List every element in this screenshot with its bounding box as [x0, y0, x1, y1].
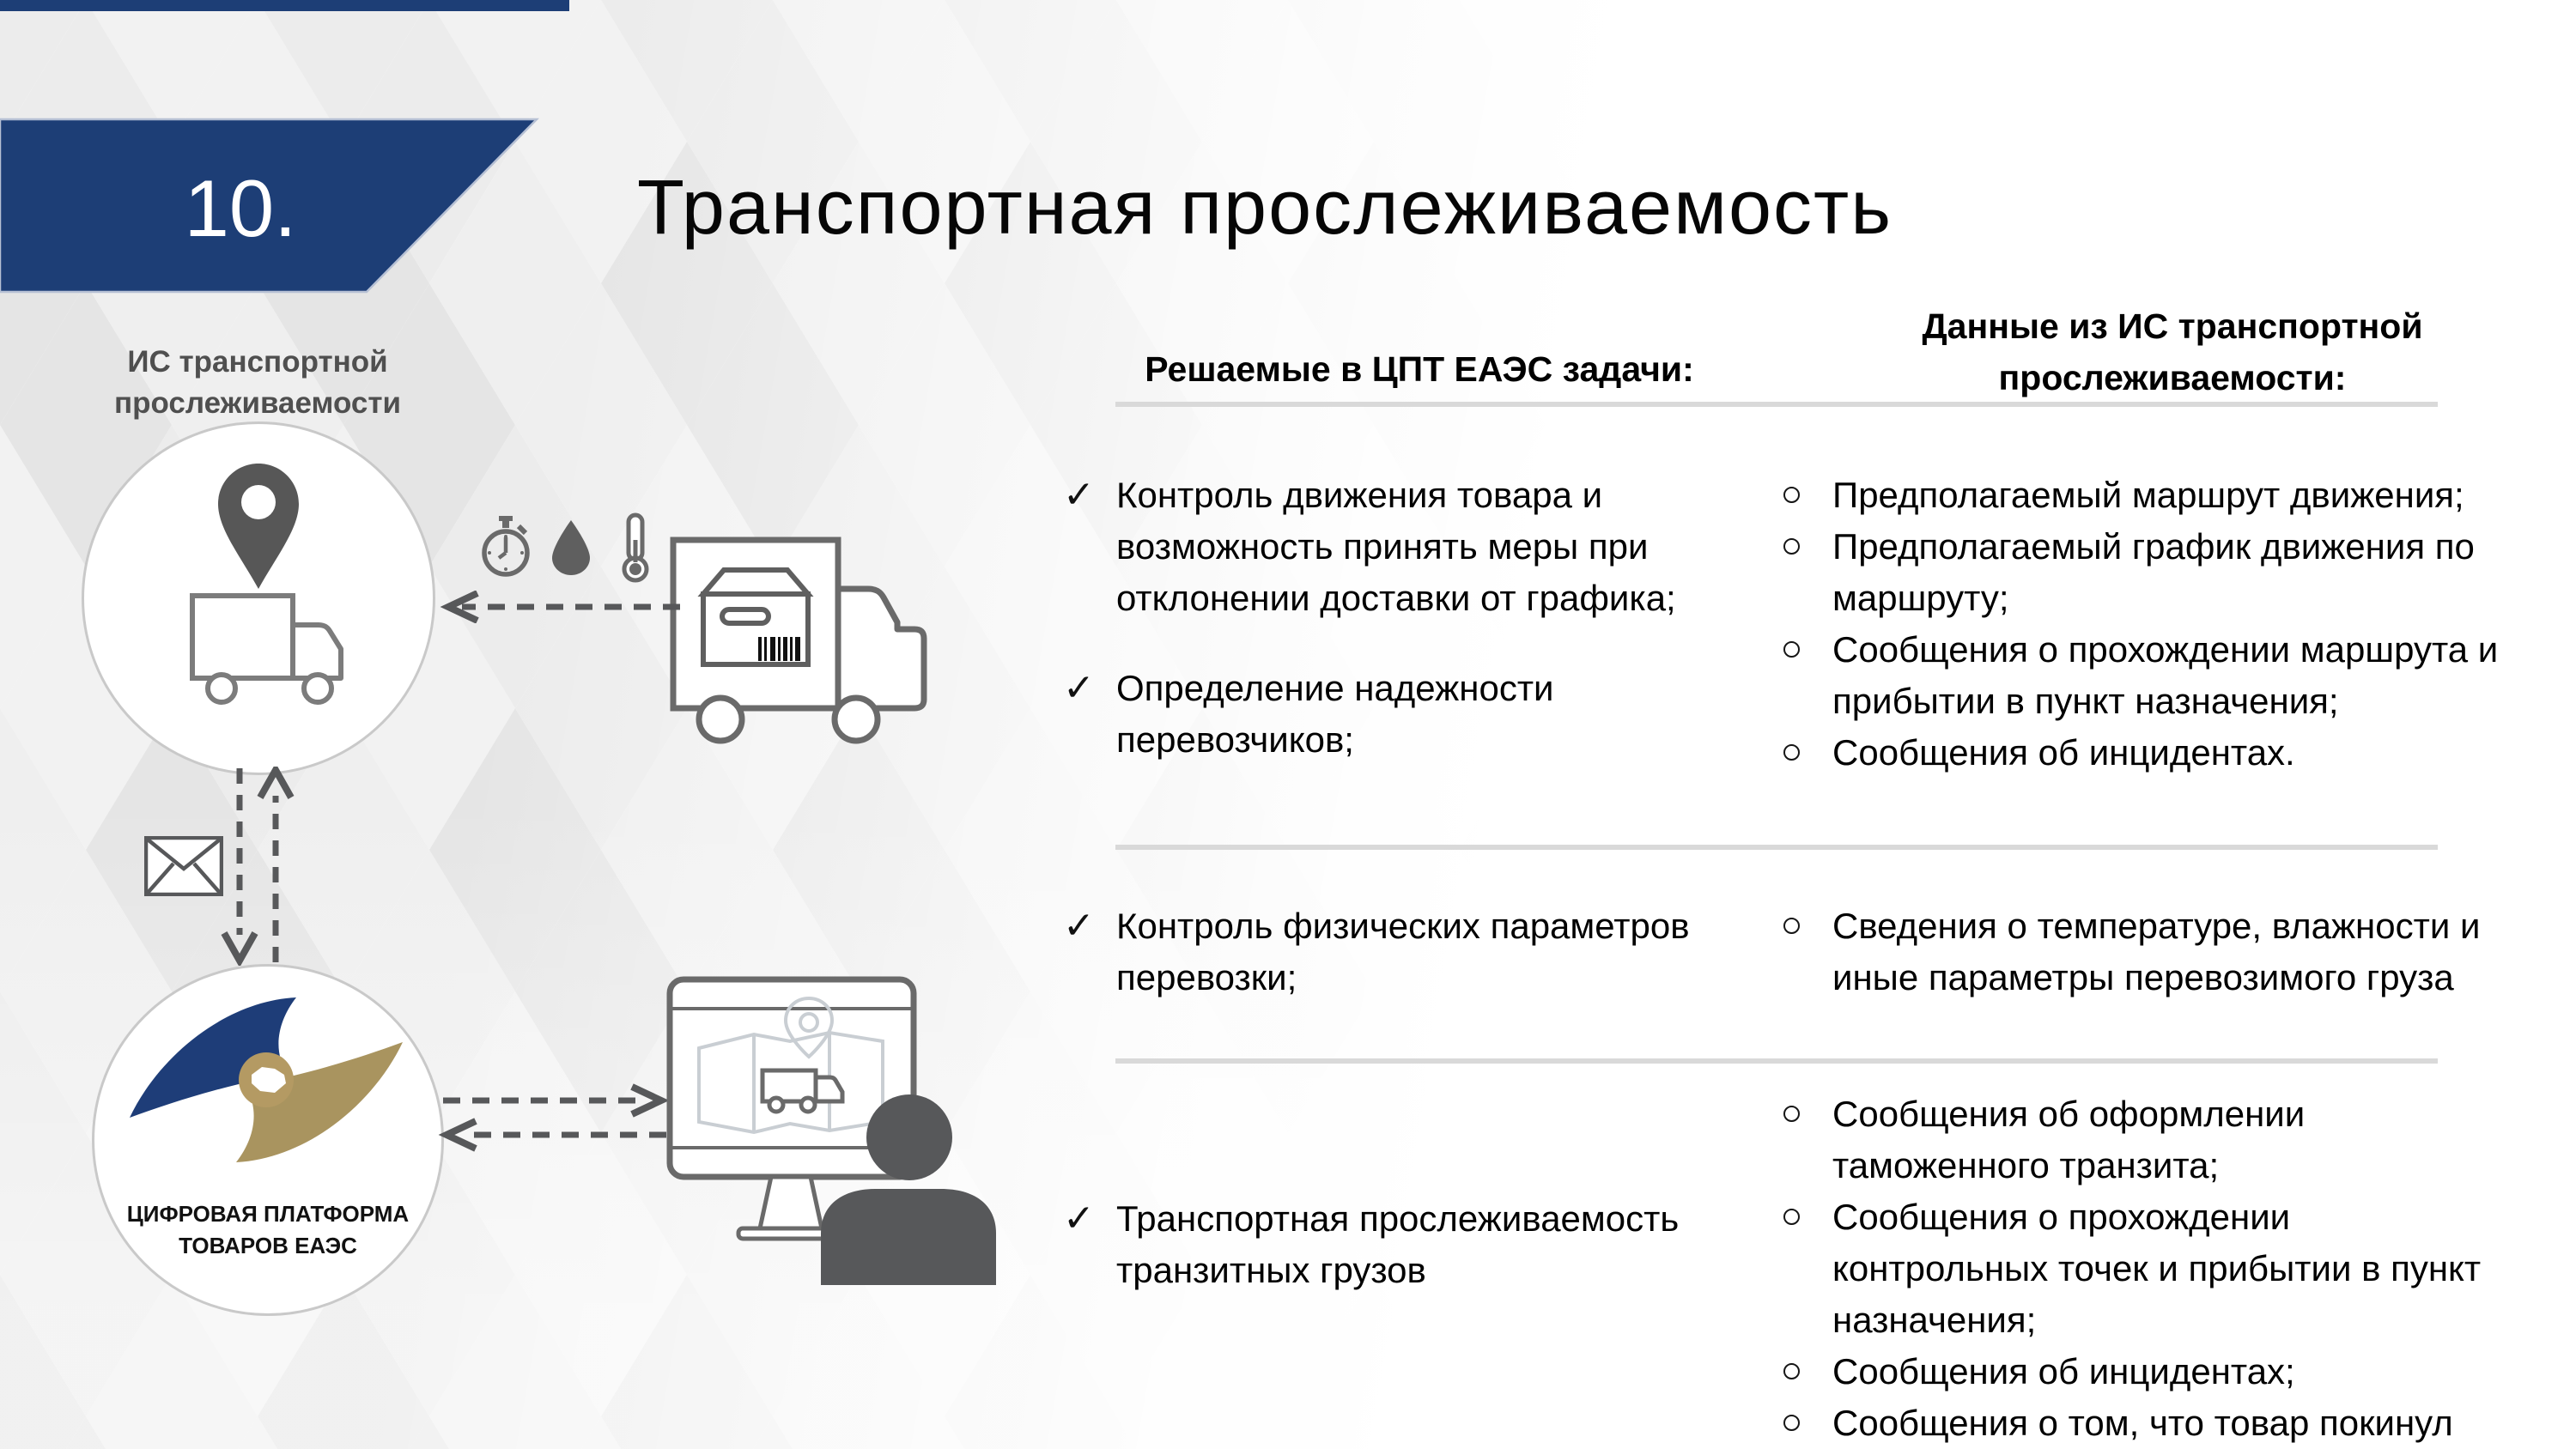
- data-text: Сообщения о том, что товар покинул тамож…: [1832, 1403, 2453, 1443]
- task-text: Контроль движения товара и возможность п…: [1116, 475, 1676, 618]
- map-pin-icon: [783, 996, 835, 1059]
- data-item: Предполагаемый маршрут движения;: [1777, 470, 2516, 521]
- circle-bullet: [1783, 1106, 1800, 1122]
- barcode-icon: [758, 637, 800, 661]
- envelope-icon: [144, 836, 223, 896]
- is-system-label: ИС транспортной прослеживаемости: [113, 345, 401, 420]
- task-text: Контроль физических параметров перевозки…: [1116, 906, 1690, 997]
- task-text: Транспортная прослеживаемость транзитных…: [1116, 1198, 1680, 1290]
- tasks-section-1: ✓ Контроль движения товара и возможность…: [1063, 470, 1776, 804]
- arrow-truck-to-is-icon: [440, 591, 680, 623]
- platform-label-line1: ЦИФРОВАЯ ПЛАТФОРМА: [126, 1201, 410, 1227]
- data-section-3: Сообщения об оформлении таможенного тран…: [1777, 1088, 2516, 1449]
- cargo-truck-icon: [670, 537, 927, 744]
- monitor-base: [736, 1226, 837, 1241]
- data-text: Предполагаемый маршрут движения;: [1832, 475, 2464, 515]
- task-item: ✓ Контроль движения товара и возможность…: [1063, 470, 1776, 624]
- circle-bullet: [1783, 487, 1800, 503]
- eaeu-logo: [130, 997, 403, 1162]
- water-drop-icon: [552, 520, 590, 575]
- data-item: Сообщения о прохождении контрольных точе…: [1777, 1191, 2516, 1346]
- data-text: Сообщения об инцидентах;: [1832, 1351, 2295, 1391]
- check-bullet: ✓: [1063, 1197, 1095, 1240]
- circle-bullet: [1783, 1209, 1800, 1225]
- data-item: Сведения о температуре, влажности и иные…: [1777, 900, 2516, 1003]
- data-item: Сообщения об оформлении таможенного тран…: [1777, 1088, 2516, 1191]
- location-pin-icon: [218, 464, 299, 589]
- box-icon: [697, 567, 814, 667]
- data-column-header: Данные из ИС транспортной прослеживаемос…: [1922, 306, 2423, 397]
- circle-bullet: [1783, 1363, 1800, 1379]
- data-text: Сообщения об инцидентах.: [1832, 732, 2295, 773]
- divider-middle: [1115, 845, 2438, 850]
- monitor-stand: [756, 1174, 825, 1231]
- slide-number: 10.: [184, 163, 297, 253]
- data-text: Сообщения о прохождении контрольных точе…: [1832, 1197, 2482, 1340]
- data-text: Предполагаемый график движения по маршру…: [1832, 526, 2475, 618]
- data-section-1: Предполагаемый маршрут движения; Предпол…: [1777, 470, 2516, 779]
- circle-bullet: [1783, 641, 1800, 658]
- platform-label-line2: ТОВАРОВ ЕАЭС: [179, 1233, 357, 1258]
- page-title: Транспортная прослеживаемость: [637, 165, 1893, 251]
- thermometer-icon: [622, 512, 649, 583]
- task-item: ✓ Контроль физических параметров перевоз…: [1063, 900, 1776, 1003]
- data-item: Сообщения о прохождении маршрута и прибы…: [1777, 624, 2516, 727]
- monitor-map-icon: [666, 976, 996, 1285]
- platform-label: ЦИФРОВАЯ ПЛАТФОРМА ТОВАРОВ ЕАЭС: [96, 1198, 440, 1262]
- data-text: Сведения о температуре, влажности и иные…: [1832, 906, 2481, 997]
- data-text: Сообщения о прохождении маршрута и прибы…: [1832, 629, 2499, 721]
- task-text: Определение надежности перевозчиков;: [1116, 668, 1554, 760]
- task-item: ✓ Определение надежности перевозчиков;: [1063, 663, 1776, 766]
- data-section-2: Сведения о температуре, влажности и иные…: [1777, 900, 2516, 1003]
- arrows-platform-monitor-icon: [438, 1083, 670, 1152]
- task-item: ✓ Транспортная прослеживаемость транзитн…: [1063, 1193, 1776, 1296]
- circle-bullet: [1783, 744, 1800, 761]
- tasks-section-2: ✓ Контроль физических параметров перевоз…: [1063, 900, 1776, 1042]
- operator-icon: [821, 1094, 996, 1285]
- circle-bullet: [1783, 538, 1800, 555]
- divider-top: [1115, 402, 2438, 407]
- check-bullet: ✓: [1063, 474, 1095, 516]
- slide-number-banner: [0, 118, 539, 294]
- divider-bottom: [1115, 1058, 2438, 1064]
- data-item: Сообщения о том, что товар покинул тамож…: [1777, 1397, 2516, 1449]
- circle-bullet: [1783, 918, 1800, 934]
- banner-trapezoid: [0, 118, 539, 294]
- check-bullet: ✓: [1063, 667, 1095, 709]
- data-item: Предполагаемый график движения по маршру…: [1777, 521, 2516, 624]
- circle-bullet: [1783, 1415, 1800, 1431]
- stopwatch-icon: [482, 516, 530, 577]
- top-accent-strip: [0, 0, 569, 11]
- arrows-is-platform-icon: [221, 767, 295, 966]
- tasks-column-header: Решаемые в ЦПТ ЕАЭС задачи:: [1145, 349, 1694, 389]
- data-text: Сообщения об оформлении таможенного тран…: [1832, 1094, 2306, 1185]
- tasks-section-3: ✓ Транспортная прослеживаемость транзитн…: [1063, 1193, 1776, 1335]
- check-bullet: ✓: [1063, 905, 1095, 947]
- data-item: Сообщения об инцидентах.: [1777, 727, 2516, 779]
- mini-truck-icon: [760, 1068, 845, 1114]
- data-item: Сообщения об инцидентах;: [1777, 1346, 2516, 1397]
- truck-icon: [190, 593, 343, 705]
